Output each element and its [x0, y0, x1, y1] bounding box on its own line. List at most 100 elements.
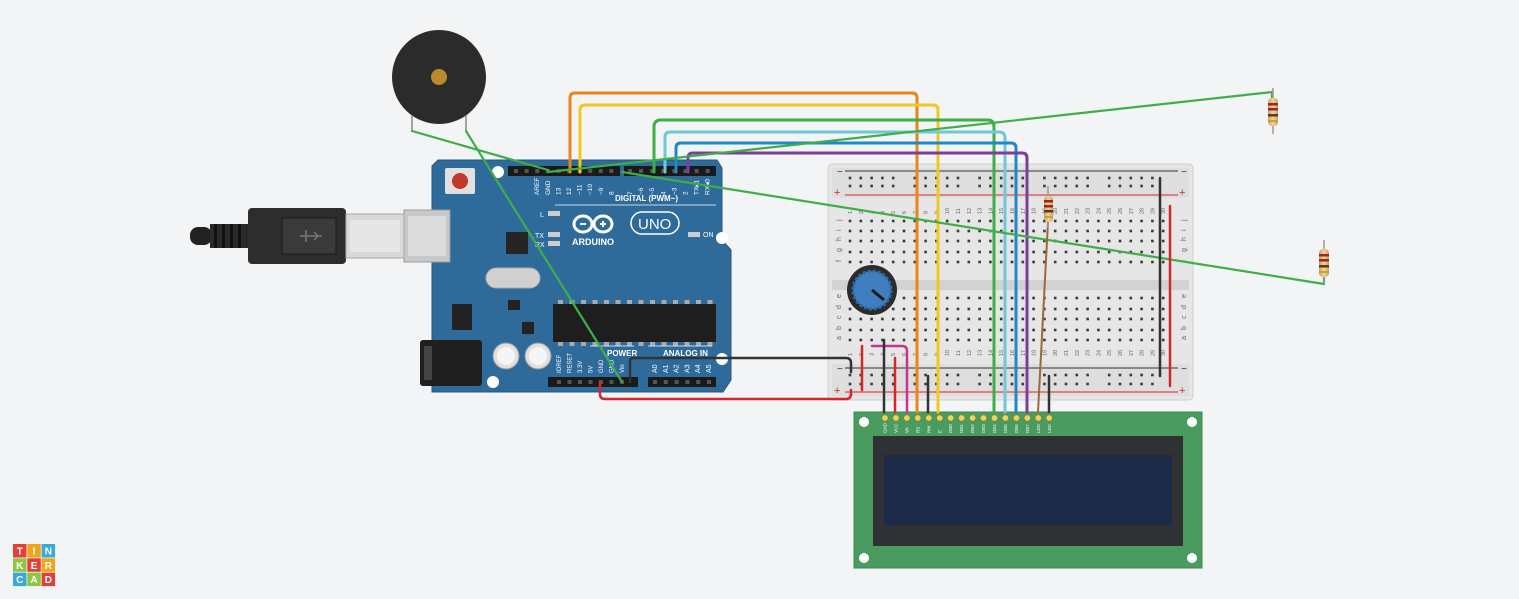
terminal-hole[interactable]: [1021, 239, 1025, 243]
terminal-hole[interactable]: [1075, 250, 1079, 254]
rail-hole[interactable]: [1053, 184, 1057, 188]
rail-hole[interactable]: [891, 373, 895, 377]
terminal-hole[interactable]: [978, 229, 981, 233]
rail-hole[interactable]: [1043, 373, 1046, 377]
terminal-hole[interactable]: [870, 260, 873, 264]
terminal-hole[interactable]: [881, 239, 884, 243]
rail-hole[interactable]: [956, 382, 960, 386]
rail-hole[interactable]: [1064, 373, 1068, 377]
terminal-hole[interactable]: [1043, 338, 1046, 342]
terminal-hole[interactable]: [1107, 338, 1111, 342]
rail-hole[interactable]: [1140, 176, 1143, 180]
rail-hole[interactable]: [870, 176, 873, 180]
terminal-hole[interactable]: [1021, 307, 1025, 311]
terminal-hole[interactable]: [945, 338, 949, 342]
terminal-hole[interactable]: [924, 239, 927, 243]
terminal-hole[interactable]: [1097, 296, 1100, 300]
rail-hole[interactable]: [1107, 373, 1111, 377]
wire-magenta[interactable]: [870, 344, 909, 414]
terminal-hole[interactable]: [935, 328, 938, 332]
rail-hole[interactable]: [1107, 382, 1111, 386]
terminal-hole[interactable]: [1010, 250, 1014, 254]
terminal-hole[interactable]: [1097, 260, 1100, 264]
terminal-hole[interactable]: [1129, 260, 1133, 264]
terminal-hole[interactable]: [891, 239, 895, 243]
terminal-hole[interactable]: [1043, 239, 1046, 243]
rail-hole[interactable]: [945, 184, 949, 188]
rail-hole[interactable]: [1064, 184, 1068, 188]
header-pin[interactable]: [696, 380, 701, 384]
header-pin[interactable]: [694, 169, 699, 173]
terminal-hole[interactable]: [1086, 307, 1089, 311]
terminal-hole[interactable]: [924, 296, 927, 300]
terminal-hole[interactable]: [945, 250, 949, 254]
terminal-hole[interactable]: [848, 338, 852, 342]
terminal-hole[interactable]: [924, 317, 927, 321]
rail-hole[interactable]: [891, 176, 895, 180]
terminal-hole[interactable]: [935, 296, 938, 300]
terminal-hole[interactable]: [1053, 250, 1057, 254]
terminal-hole[interactable]: [1064, 229, 1068, 233]
rail-hole[interactable]: [870, 373, 873, 377]
terminal-hole[interactable]: [1129, 317, 1133, 321]
terminal-hole[interactable]: [902, 260, 906, 264]
terminal-hole[interactable]: [967, 250, 971, 254]
terminal-hole[interactable]: [1118, 317, 1122, 321]
terminal-hole[interactable]: [1151, 317, 1154, 321]
terminal-hole[interactable]: [956, 296, 960, 300]
rail-hole[interactable]: [913, 184, 917, 188]
rail-hole[interactable]: [1151, 184, 1154, 188]
rail-hole[interactable]: [1043, 184, 1046, 188]
terminal-hole[interactable]: [1129, 307, 1133, 311]
terminal-hole[interactable]: [1032, 239, 1035, 243]
terminal-hole[interactable]: [1010, 239, 1014, 243]
terminal-hole[interactable]: [1086, 219, 1089, 223]
terminal-hole[interactable]: [1032, 229, 1035, 233]
terminal-hole[interactable]: [956, 307, 960, 311]
terminal-hole[interactable]: [1075, 260, 1079, 264]
terminal-hole[interactable]: [1140, 338, 1143, 342]
terminal-hole[interactable]: [848, 239, 852, 243]
wire-green-d5[interactable]: [652, 118, 996, 414]
usb-cable-icon[interactable]: [190, 208, 405, 264]
terminal-hole[interactable]: [1151, 296, 1154, 300]
rail-hole[interactable]: [978, 373, 981, 377]
terminal-hole[interactable]: [848, 229, 852, 233]
terminal-hole[interactable]: [999, 338, 1003, 342]
terminal-hole[interactable]: [1129, 229, 1133, 233]
rail-hole[interactable]: [859, 184, 863, 188]
wire-blue[interactable]: [674, 141, 1018, 414]
rail-hole[interactable]: [1140, 373, 1143, 377]
terminal-hole[interactable]: [935, 317, 938, 321]
terminal-hole[interactable]: [1129, 239, 1133, 243]
rail-hole[interactable]: [1064, 382, 1068, 386]
terminal-hole[interactable]: [978, 317, 981, 321]
rail-hole[interactable]: [1151, 382, 1154, 386]
terminal-hole[interactable]: [967, 260, 971, 264]
rail-hole[interactable]: [1021, 382, 1025, 386]
wire-green-buzzer-a[interactable]: [410, 129, 550, 172]
terminal-hole[interactable]: [999, 317, 1003, 321]
terminal-hole[interactable]: [859, 317, 863, 321]
terminal-hole[interactable]: [1043, 317, 1046, 321]
terminal-hole[interactable]: [999, 229, 1003, 233]
terminal-hole[interactable]: [1021, 260, 1025, 264]
terminal-hole[interactable]: [1086, 296, 1089, 300]
rail-hole[interactable]: [945, 382, 949, 386]
terminal-hole[interactable]: [1151, 260, 1154, 264]
rail-hole[interactable]: [1010, 373, 1014, 377]
terminal-hole[interactable]: [1097, 338, 1100, 342]
resistor-icon[interactable]: [1319, 240, 1329, 284]
terminal-hole[interactable]: [1064, 239, 1068, 243]
rail-hole[interactable]: [989, 373, 992, 377]
rail-hole[interactable]: [1118, 184, 1122, 188]
terminal-hole[interactable]: [1151, 229, 1154, 233]
terminal-hole[interactable]: [999, 219, 1003, 223]
terminal-hole[interactable]: [859, 250, 863, 254]
rail-hole[interactable]: [999, 373, 1003, 377]
terminal-hole[interactable]: [978, 296, 981, 300]
terminal-hole[interactable]: [870, 250, 873, 254]
lcd-pin[interactable]: [958, 414, 966, 422]
terminal-hole[interactable]: [1075, 296, 1079, 300]
